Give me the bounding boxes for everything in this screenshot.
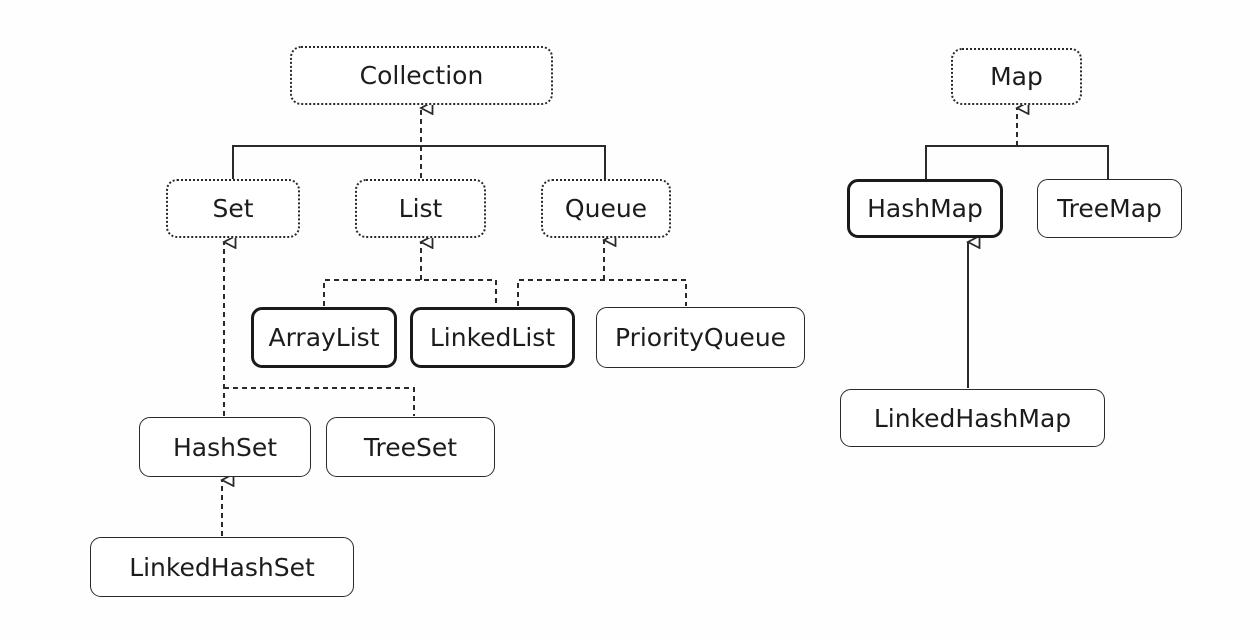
node-tree-map: TreeMap	[1037, 179, 1182, 238]
node-hash-set: HashSet	[139, 417, 311, 477]
node-collection-label: Collection	[359, 61, 484, 90]
node-hash-set-label: HashSet	[172, 432, 278, 462]
node-priority-queue: PriorityQueue	[596, 307, 805, 368]
edge-arraylist-linkedlist-to-list	[323, 242, 497, 306]
node-set: Set	[166, 179, 300, 238]
node-array-list: ArrayList	[251, 307, 397, 368]
node-map-label: Map	[990, 62, 1043, 91]
edge-set-queue-to-collection	[232, 145, 606, 180]
node-hash-map-label: HashMap	[867, 194, 983, 223]
node-set-label: Set	[212, 194, 254, 223]
node-map: Map	[951, 48, 1082, 105]
node-tree-set-label: TreeSet	[363, 432, 458, 462]
edge-hashmap-treemap-to-map	[925, 145, 1109, 180]
node-linked-hash-set: LinkedHashSet	[90, 537, 354, 597]
node-linked-hash-set-label: LinkedHashSet	[129, 552, 315, 582]
node-tree-map-label: TreeMap	[1057, 194, 1162, 223]
node-list-label: List	[398, 194, 443, 223]
node-queue: Queue	[541, 179, 671, 238]
edge-linkedlist-priorityqueue-to-queue	[517, 240, 687, 306]
edge-hashset-treeset-to-set	[223, 242, 415, 416]
node-collection: Collection	[290, 46, 553, 105]
node-linked-list-label: LinkedList	[429, 323, 556, 352]
node-priority-queue-label: PriorityQueue	[614, 323, 787, 352]
node-tree-set: TreeSet	[326, 417, 495, 477]
node-queue-label: Queue	[564, 194, 648, 223]
node-linked-list: LinkedList	[410, 307, 575, 368]
node-list: List	[355, 179, 486, 238]
node-array-list-label: ArrayList	[268, 323, 380, 352]
node-hash-map: HashMap	[847, 179, 1003, 238]
node-linked-hash-map: LinkedHashMap	[840, 389, 1105, 447]
node-linked-hash-map-label: LinkedHashMap	[873, 403, 1072, 433]
